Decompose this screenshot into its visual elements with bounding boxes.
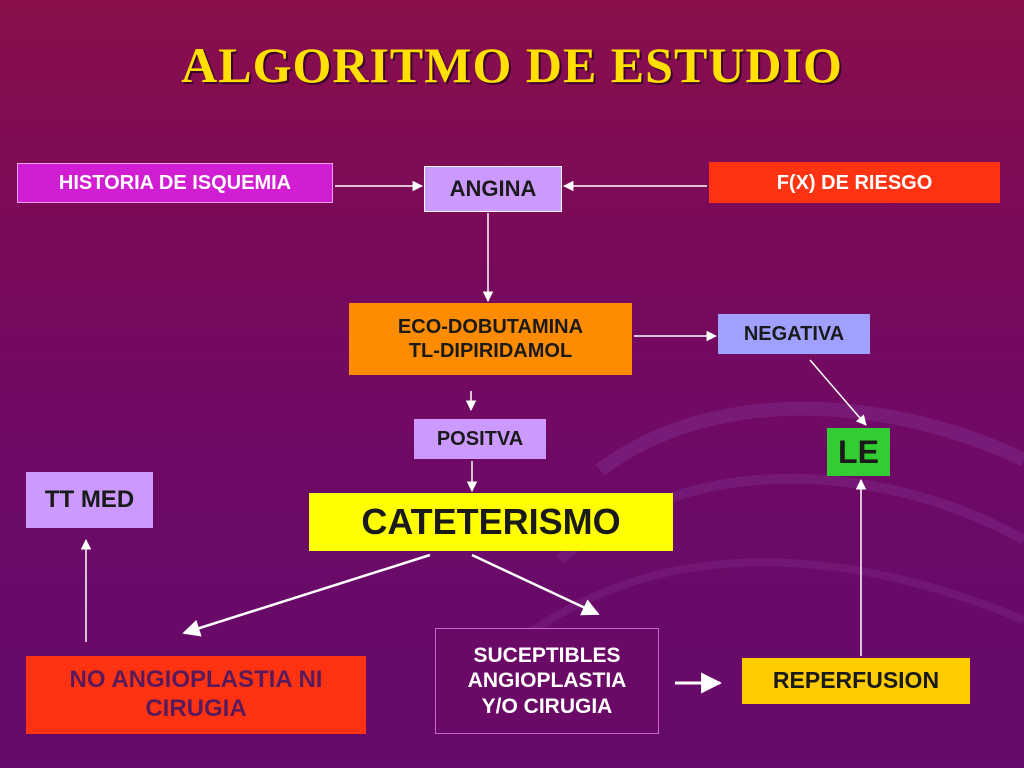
node-label: LE bbox=[838, 433, 879, 470]
node-tt-med: TT MED bbox=[26, 472, 153, 528]
node-label: ANGINA bbox=[449, 175, 537, 201]
node-historia-isquemia: HISTORIA DE ISQUEMIA bbox=[17, 163, 333, 203]
node-label: F(X) DE RIESGO bbox=[776, 171, 933, 194]
page-title: ALGORITMO DE ESTUDIO bbox=[181, 37, 843, 93]
node-label: NEGATIVA bbox=[743, 323, 845, 345]
node-label: TT MED bbox=[44, 485, 135, 513]
node-label-line1: NO ANGIOPLASTIA NI bbox=[69, 666, 323, 694]
node-cateterismo: CATETERISMO bbox=[309, 493, 673, 551]
node-label: HISTORIA DE ISQUEMIA bbox=[58, 172, 292, 194]
node-label-line2: ANGIOPLASTIA bbox=[467, 669, 627, 693]
node-positva: POSITVA bbox=[414, 419, 546, 459]
node-label: POSITVA bbox=[436, 428, 524, 450]
node-label: REPERFUSION bbox=[772, 667, 940, 694]
node-reperfusion: REPERFUSION bbox=[742, 658, 970, 704]
node-negativa: NEGATIVA bbox=[718, 314, 870, 354]
node-le: LE bbox=[827, 428, 890, 476]
node-suceptibles: SUCEPTIBLES ANGIOPLASTIA Y/O CIRUGIA bbox=[435, 628, 659, 734]
node-label: CATETERISMO bbox=[361, 501, 621, 543]
node-label-line1: ECO-DOBUTAMINA bbox=[397, 316, 584, 338]
arrow-cateterismo-to-suceptibles bbox=[471, 553, 600, 616]
arrow-negativa-to-le bbox=[809, 359, 867, 426]
node-label-line1: SUCEPTIBLES bbox=[473, 644, 621, 668]
node-label-line3: Y/O CIRUGIA bbox=[481, 694, 613, 718]
node-eco-dobutamina: ECO-DOBUTAMINA TL-DIPIRIDAMOL bbox=[349, 303, 632, 375]
node-no-angioplastia: NO ANGIOPLASTIA NI CIRUGIA bbox=[26, 656, 366, 734]
node-fx-riesgo: F(X) DE RIESGO bbox=[709, 162, 1000, 203]
node-label-line2: CIRUGIA bbox=[145, 695, 247, 722]
node-label-line2: TL-DIPIRIDAMOL bbox=[408, 340, 573, 362]
node-angina: ANGINA bbox=[424, 166, 562, 212]
arrow-cateterismo-to-no-angio bbox=[182, 553, 431, 637]
